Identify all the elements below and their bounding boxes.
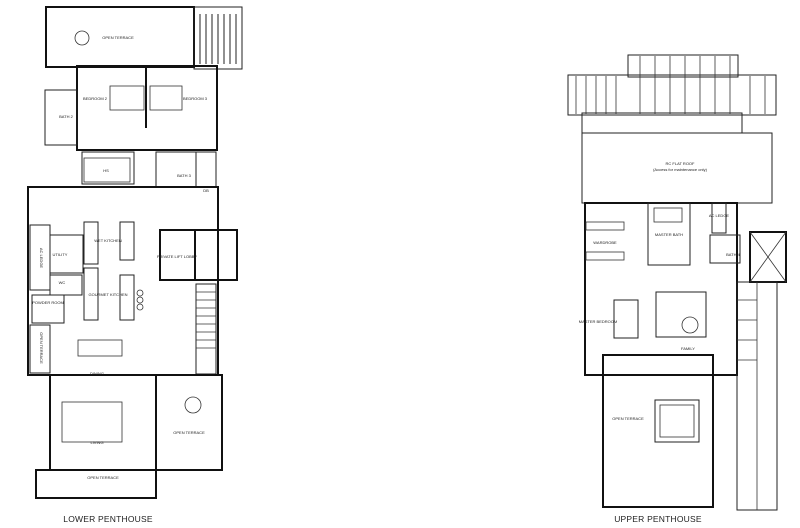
master-bath-area	[647, 202, 691, 266]
label-utility: UTILITY	[53, 252, 68, 257]
label-bath-4: BATH 4	[726, 252, 740, 257]
label-powder-room: POWDER ROOM	[32, 300, 64, 305]
open-terrace-left-area	[29, 324, 51, 374]
upper-main-block	[584, 202, 738, 376]
bed-3	[149, 85, 183, 111]
utility-area	[49, 234, 84, 274]
label-master-bedroom: MASTER BEDROOM	[579, 319, 617, 324]
label-dining: DINING	[90, 371, 104, 376]
label-hs: HS	[103, 168, 109, 173]
label-wc: WC	[59, 280, 66, 285]
label-db: DB	[203, 188, 209, 193]
bed-2	[109, 85, 145, 111]
open-terrace-bottom-area	[35, 469, 157, 499]
living-area	[49, 374, 157, 471]
lower-penthouse-plan: OPEN TERRACE BEDROOM 2 BEDROOM 3 BATH 2 …	[27, 6, 243, 524]
dining-table	[77, 339, 123, 357]
label-ac-ledge-upper: AC LEDGE	[709, 213, 730, 218]
label-rc-flat-roof-note: (Access for maintenance only)	[653, 167, 707, 172]
lift	[194, 229, 238, 281]
open-terrace-right-area	[155, 374, 223, 471]
family-area	[655, 291, 707, 338]
staircase-upper	[736, 281, 778, 511]
label-bath-3: BATH 3	[177, 173, 191, 178]
label-wardrobe: WARDROBE	[593, 240, 617, 245]
label-open-terrace-left: OPEN TERRACE	[39, 332, 44, 364]
label-rc-flat-roof: RC FLAT ROOF	[666, 161, 696, 166]
upper-penthouse-plan: RC FLAT ROOF (Access for maintenance onl…	[567, 54, 787, 524]
label-bedroom-3: BEDROOM 3	[183, 96, 208, 101]
label-open-terrace-right: OPEN TERRACE	[173, 430, 205, 435]
label-master-bath: MASTER BATH	[655, 232, 683, 237]
wc-area	[49, 274, 83, 296]
label-family: FAMILY	[681, 346, 695, 351]
staircase-lower	[195, 283, 217, 375]
trellis-top	[193, 6, 243, 70]
trellis-roof	[567, 54, 777, 116]
label-bedroom-2: BEDROOM 2	[83, 96, 108, 101]
ac-ledge-area-upper	[711, 202, 727, 234]
lower-penthouse-title: LOWER PENTHOUSE	[63, 514, 153, 524]
bath-2-area	[44, 89, 78, 146]
label-open-terrace-bottom: OPEN TERRACE	[87, 475, 119, 480]
label-bath-2: BATH 2	[59, 114, 73, 119]
label-gourmet-kitchen: GOURMET KITCHEN	[88, 292, 127, 297]
powder-room-area	[31, 294, 65, 324]
jacuzzi	[654, 399, 700, 443]
label-private-lift-lobby: PRIVATE LIFT LOBBY	[157, 254, 198, 259]
bath-3-area	[155, 151, 197, 188]
sofa-set	[61, 401, 123, 443]
terrace-table	[74, 30, 90, 46]
label-ac-ledge: AC LEDGE	[39, 248, 44, 269]
bath-4-area	[709, 234, 741, 264]
master-bed	[613, 299, 639, 339]
open-terrace-upper-area	[602, 354, 714, 508]
label-open-terrace-upper: OPEN TERRACE	[612, 416, 644, 421]
hs-area	[81, 151, 135, 185]
label-living: LIVING	[90, 440, 103, 445]
label-wet-kitchen: WET KITCHEN	[94, 238, 122, 243]
upper-penthouse-title: UPPER PENTHOUSE	[614, 514, 702, 524]
label-open-terrace-top: OPEN TERRACE	[102, 35, 134, 40]
